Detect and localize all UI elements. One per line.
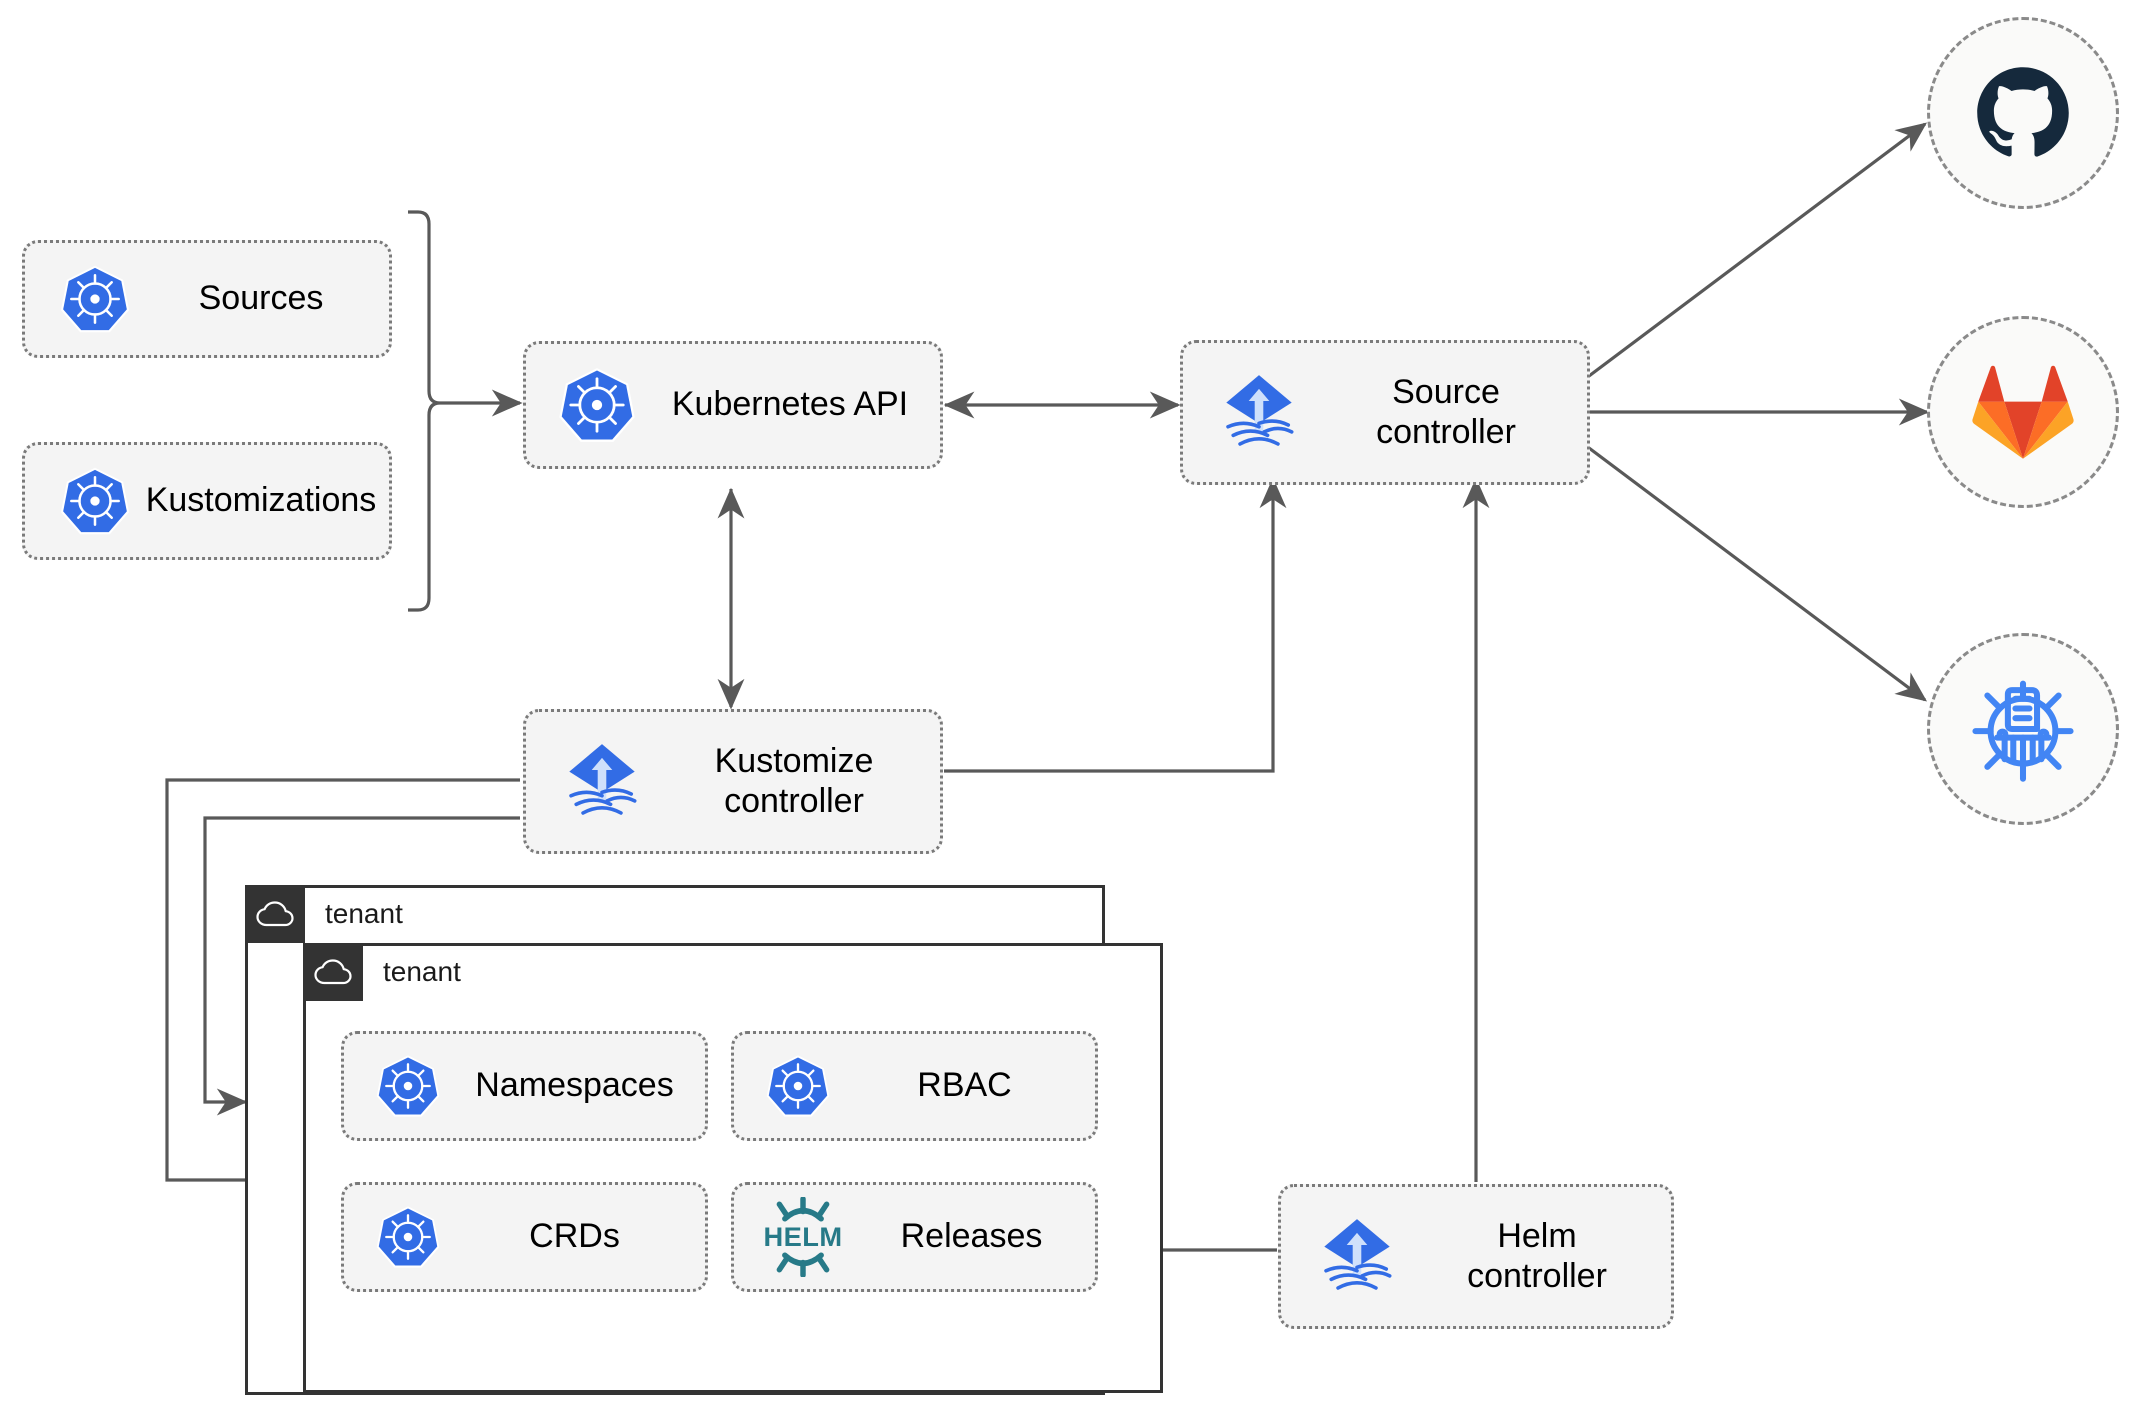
external-github[interactable] (1927, 17, 2119, 209)
tenant-header-inner: tenant (303, 943, 461, 1001)
kubernetes-icon (362, 1203, 454, 1271)
tenant-frame-inner: tenant (303, 943, 1163, 1393)
edge-sources-bracket (408, 210, 441, 612)
node-label: Kustomizations (145, 481, 377, 520)
node-label: CRDs (529, 1217, 620, 1256)
node-label: RBAC (917, 1066, 1012, 1105)
flux-icon (1203, 370, 1315, 456)
edge-kustomizecontroller-sourcecontroller (944, 477, 1287, 773)
node-helm-controller[interactable]: Helm controller (1278, 1184, 1674, 1329)
tenant-label-inner: tenant (383, 956, 461, 987)
node-source-controller[interactable]: Source controller (1180, 340, 1590, 485)
node-namespaces[interactable]: Namespaces (341, 1031, 708, 1141)
cloud-icon (303, 943, 363, 1001)
external-gitlab[interactable] (1927, 316, 2119, 508)
node-kustomizations[interactable]: Kustomizations (22, 442, 392, 560)
flux-icon (546, 739, 658, 825)
kubernetes-icon (544, 364, 650, 446)
node-kubernetes-api[interactable]: Kubernetes API (523, 341, 943, 469)
node-label: Kubernetes API (671, 385, 909, 424)
edge-sourcecontroller-github (1588, 122, 1928, 378)
gitlab-icon (1972, 365, 2074, 459)
helm-icon: HELM (748, 1197, 858, 1277)
node-label: Namespaces (475, 1066, 674, 1105)
kubernetes-icon (362, 1052, 454, 1120)
tenant-header-outer: tenant (245, 885, 403, 943)
kubernetes-icon (47, 464, 143, 538)
github-icon (1977, 67, 2069, 157)
node-label: Sources (198, 279, 324, 318)
svg-text:HELM: HELM (763, 1221, 842, 1252)
edge-sourcecontroller-helmrepo (1588, 446, 1928, 702)
tenant-label-outer: tenant (325, 898, 403, 929)
node-rbac[interactable]: RBAC (731, 1031, 1098, 1141)
node-label: Source controller (1376, 373, 1516, 451)
node-sources[interactable]: Sources (22, 240, 392, 358)
external-helm-repository[interactable] (1927, 633, 2119, 825)
node-crds[interactable]: CRDs (341, 1182, 708, 1292)
helm-repo-icon (1972, 680, 2074, 782)
node-label: Helm controller (1467, 1217, 1607, 1295)
node-kustomize-controller[interactable]: Kustomize controller (523, 709, 943, 854)
kubernetes-icon (47, 262, 143, 336)
flux-icon (1301, 1214, 1413, 1300)
node-label: Kustomize controller (714, 742, 874, 820)
node-label: Releases (900, 1217, 1043, 1256)
kubernetes-icon (752, 1052, 844, 1120)
node-releases[interactable]: HELM Releases (731, 1182, 1098, 1292)
cloud-icon (245, 885, 305, 943)
